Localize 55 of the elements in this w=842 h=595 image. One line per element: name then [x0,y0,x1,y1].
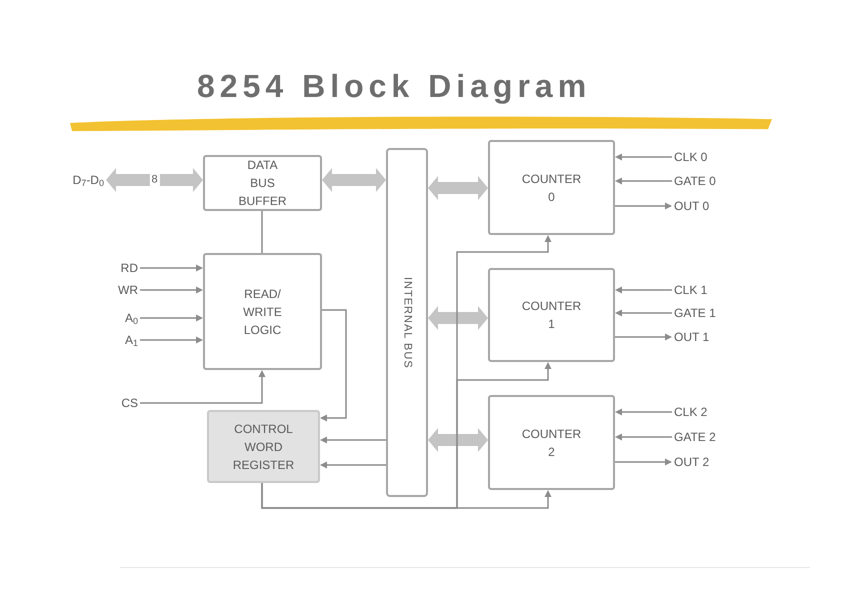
block-label: COUNTER 2 [520,426,582,460]
pin-label: OUT 2 [672,454,712,470]
pin-label: CLK 0 [672,149,710,165]
bus-arrow [428,428,488,452]
internal-bus-bar [386,148,428,497]
signal-arrow [615,178,672,184]
pin-label: CLK 1 [672,282,710,298]
pin-label: GATE 1 [672,305,718,321]
pin-label: RD [118,260,140,276]
pin-label: WR [116,282,140,298]
pin-label: OUT 1 [672,329,712,345]
bus-label: INTERNAL BUS [402,276,412,368]
signal-arrow [261,483,552,509]
signal-arrow [140,336,203,344]
bus-arrow [322,168,386,192]
counter-block [488,395,615,490]
buffer-block [203,155,322,211]
block-label: CONTROL WORD REGISTER [232,420,296,474]
edge-label: 8 [149,174,160,186]
pin-label: CLK 2 [672,404,710,420]
block-label: READ/ WRITE LOGIC [242,286,283,338]
signal-arrow [140,286,203,294]
bus-arrow [106,168,203,192]
signal-arrow [320,436,386,444]
pin-label: CS [119,395,140,411]
signal-arrow [615,334,672,340]
bus-arrow [428,176,488,200]
pin-label: GATE 0 [672,173,718,189]
counter-block [488,140,615,235]
signal-arrow [615,202,672,210]
pin-label: GATE 2 [672,429,718,445]
connector-line [261,211,263,253]
signal-arrow [140,314,203,322]
signal-arrow [140,264,203,272]
signal-arrow [140,370,266,404]
logic-block [203,253,322,370]
signal-arrow [320,462,386,468]
signal-arrow [615,458,672,466]
register-block [207,410,320,483]
signal-arrow [615,310,672,316]
signal-arrow [615,408,672,416]
block-label: COUNTER 0 [520,170,582,206]
signal-arrow [615,154,672,160]
pin-label: OUT 0 [672,198,712,214]
counter-block [488,268,615,362]
bus-arrow [428,306,488,330]
block-label: COUNTER 1 [520,298,582,333]
signal-arrow [615,434,672,440]
pin-label: D$_{7}$-D$_{0}$ [70,172,106,188]
signal-arrow [615,286,672,294]
block-label: DATA BUS BUFFER [238,157,288,210]
slide-title: 8254 Block Diagram [197,67,592,106]
pin-label: A$_{1}$ [122,332,140,348]
signal-arrow [320,309,347,422]
pin-label: A$_{0}$ [122,310,140,326]
